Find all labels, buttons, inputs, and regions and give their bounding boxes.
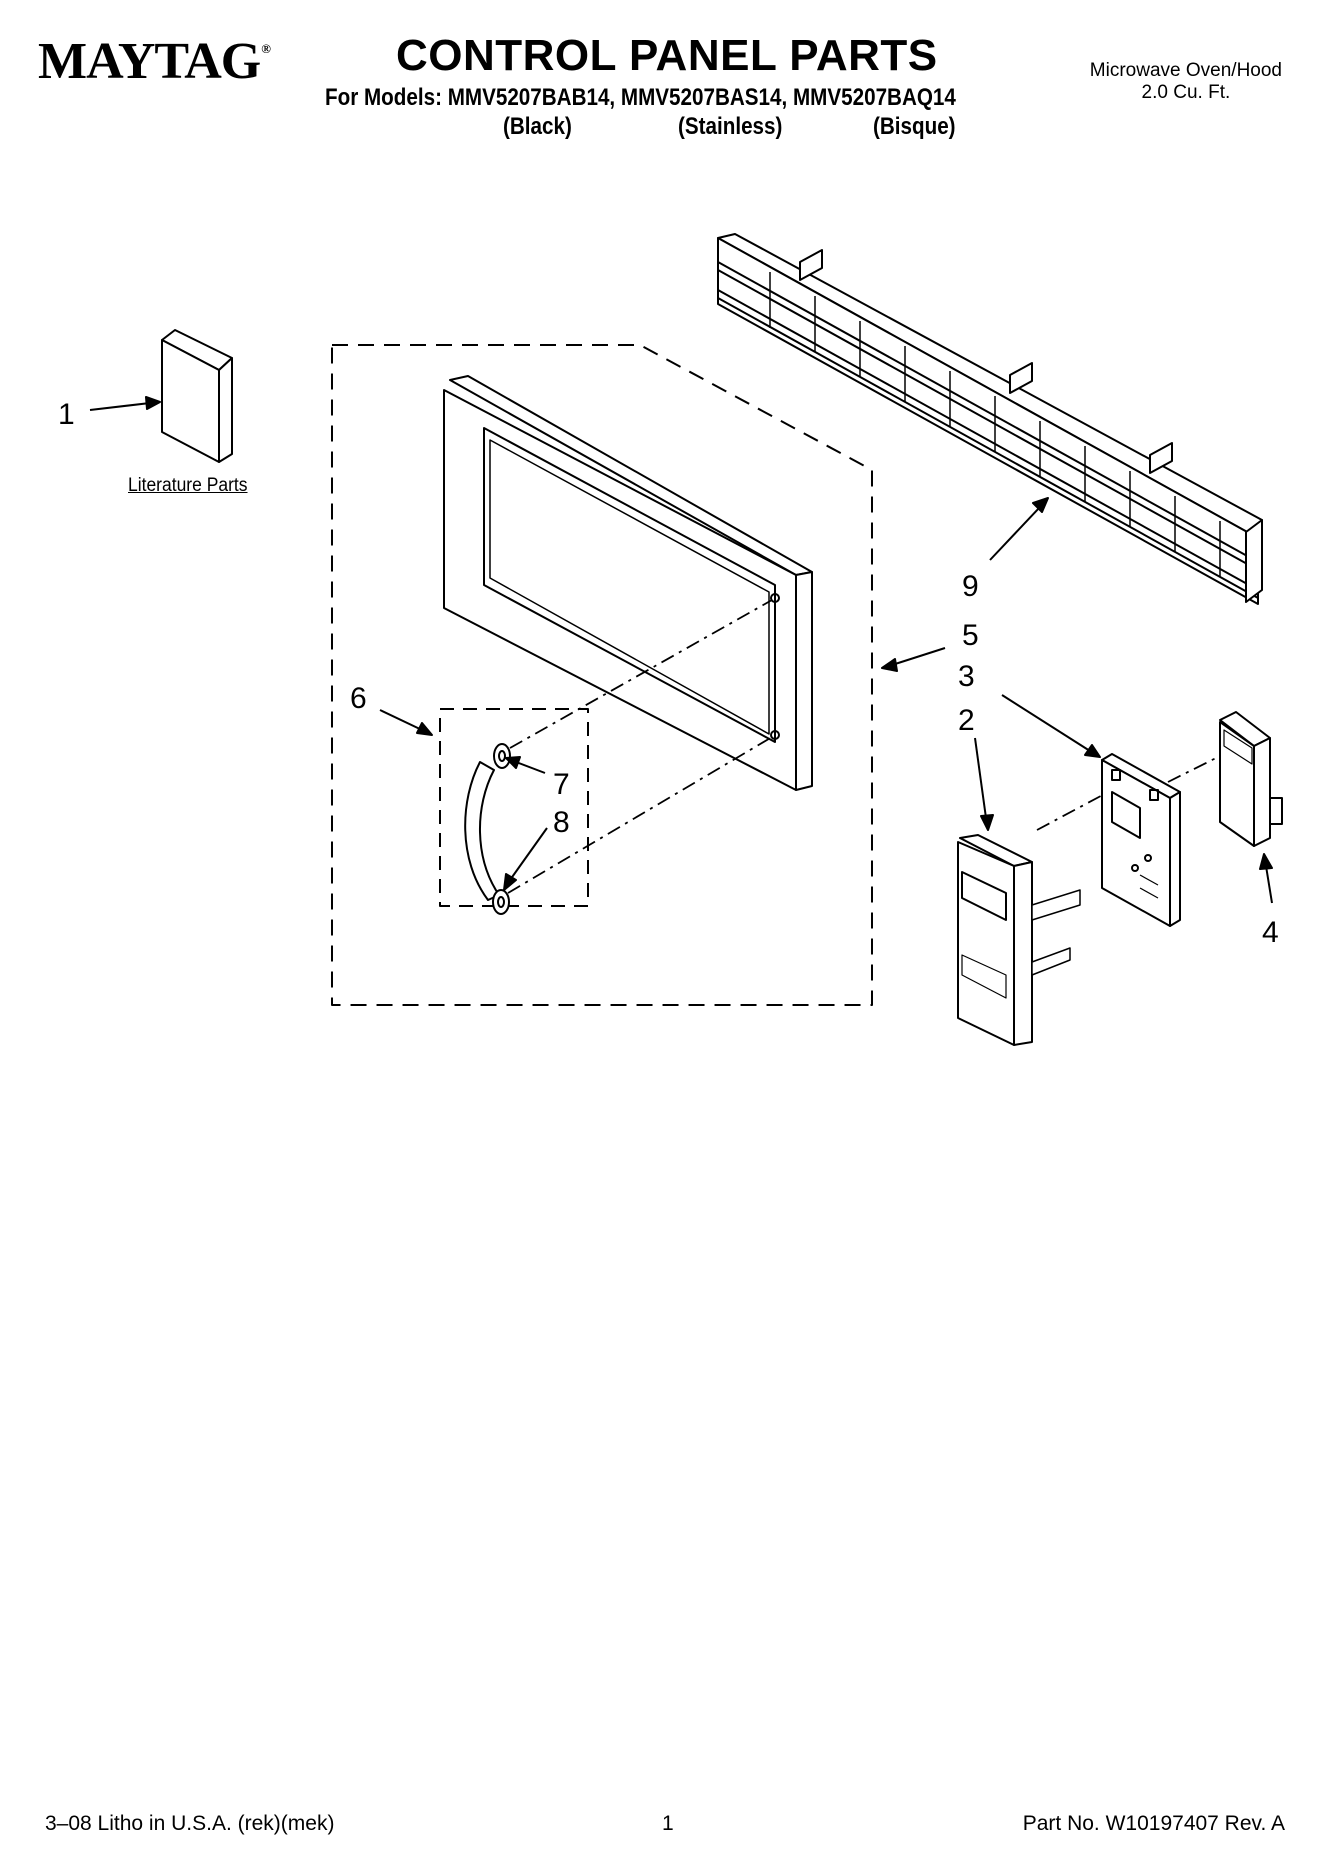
callout-2: 2 bbox=[958, 704, 975, 737]
leader-5 bbox=[891, 647, 946, 666]
handle-screw-top bbox=[493, 743, 511, 769]
handle-assembly-boundary bbox=[439, 708, 589, 907]
vent-grille bbox=[717, 233, 1263, 605]
brand-logo: MAYTAG® bbox=[38, 33, 271, 90]
literature-booklet bbox=[161, 329, 233, 463]
product-type-line2: 2.0 Cu. Ft. bbox=[1141, 81, 1231, 103]
leader-7 bbox=[515, 761, 546, 774]
leader-8 bbox=[509, 827, 548, 881]
leader-4 bbox=[1265, 865, 1273, 904]
display-module bbox=[1219, 711, 1283, 847]
control-panel-frame bbox=[443, 375, 813, 791]
callout-3: 3 bbox=[958, 660, 975, 693]
callout-6: 6 bbox=[350, 682, 367, 715]
callout-1: 1 bbox=[58, 398, 75, 431]
page-title: CONTROL PANEL PARTS bbox=[396, 31, 938, 80]
leader-6 bbox=[379, 709, 423, 731]
registered-mark: ® bbox=[261, 41, 271, 56]
callout-5: 5 bbox=[962, 619, 979, 652]
litho-note: 3–08 Litho in U.S.A. (rek)(mek) bbox=[45, 1812, 335, 1835]
control-fascia bbox=[957, 834, 1081, 1046]
product-type-line1: Microwave Oven/Hood bbox=[1089, 60, 1282, 81]
page-number: 1 bbox=[662, 1812, 674, 1835]
panel-dashed-boundary bbox=[331, 344, 873, 1006]
color-stainless: (Stainless) bbox=[678, 113, 783, 140]
color-black: (Black) bbox=[503, 113, 572, 140]
assembly-line-top bbox=[509, 599, 773, 749]
callout-4: 4 bbox=[1262, 916, 1279, 949]
product-type: Microwave Oven/Hood 2.0 Cu. Ft. bbox=[1090, 60, 1282, 104]
leader-9 bbox=[989, 506, 1041, 561]
control-board bbox=[1101, 753, 1181, 927]
part-number: Part No. W10197407 Rev. A bbox=[1022, 1812, 1285, 1835]
assembly-line-bottom bbox=[507, 736, 773, 894]
leader-2 bbox=[974, 737, 987, 819]
leader-3 bbox=[1001, 694, 1091, 752]
assembly-line-display bbox=[1167, 754, 1223, 783]
models-line: For Models: MMV5207BAB14, MMV5207BAS14, … bbox=[325, 84, 956, 111]
literature-parts-label: Literature Parts bbox=[128, 475, 248, 496]
door-handle bbox=[464, 761, 500, 901]
callout-9: 9 bbox=[962, 570, 979, 603]
assembly-line-board bbox=[1036, 789, 1113, 831]
color-bisque: (Bisque) bbox=[873, 113, 956, 140]
brand-name: MAYTAG bbox=[38, 33, 261, 90]
callout-8: 8 bbox=[553, 806, 570, 839]
callout-7: 7 bbox=[553, 768, 570, 801]
handle-screw-bottom bbox=[492, 889, 510, 915]
leader-1 bbox=[89, 402, 151, 411]
